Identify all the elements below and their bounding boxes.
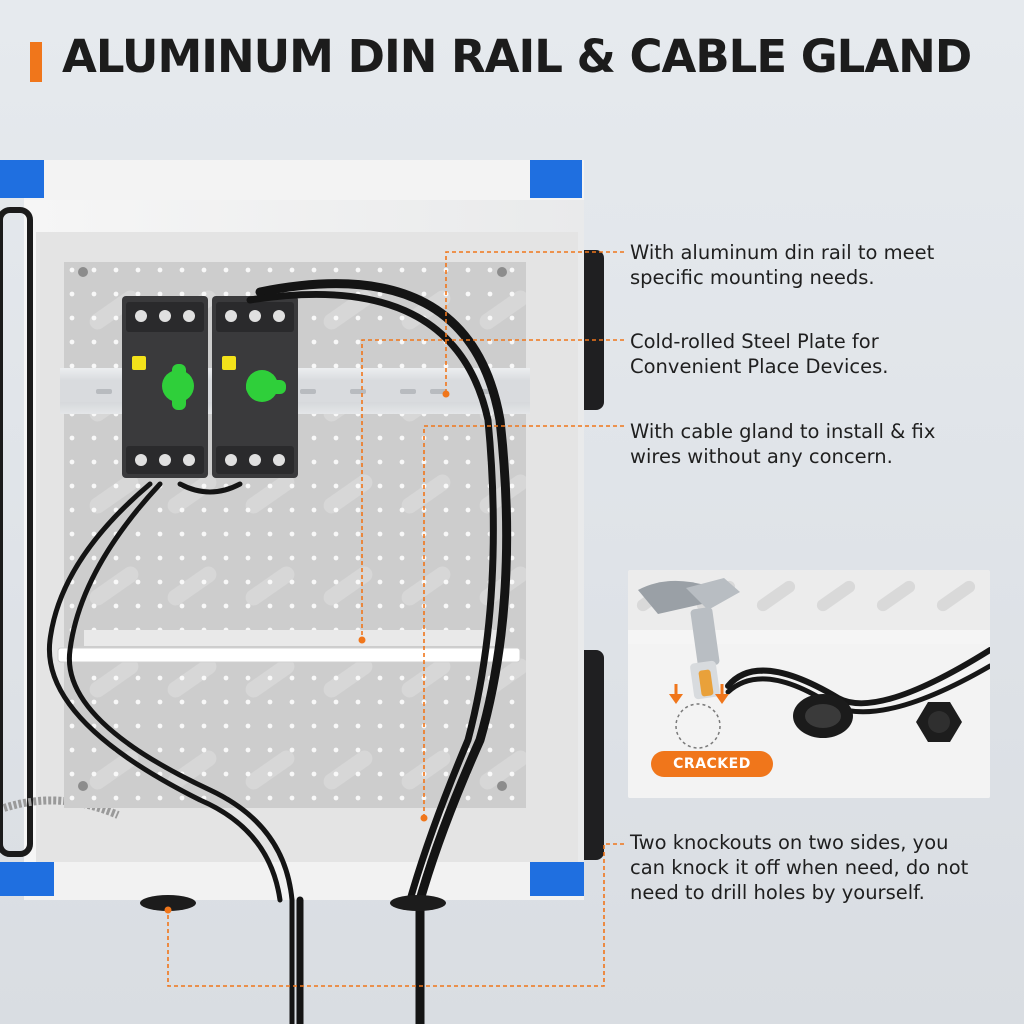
callout-leaders xyxy=(167,251,624,987)
callout-din-rail-line-1: With aluminum din rail to meet xyxy=(630,241,935,264)
callout-steel-plate: Cold-rolled Steel Plate for Convenient P… xyxy=(630,329,1010,379)
callout-knockouts: Two knockouts on two sides, you can knoc… xyxy=(630,830,1010,905)
callout-cable-gland: With cable gland to install & fix wires … xyxy=(630,419,1010,469)
callout-knockouts-line-3: need to drill holes by yourself. xyxy=(630,881,925,904)
callout-cable-gland-line-1: With cable gland to install & fix xyxy=(630,420,936,443)
callout-din-rail-line-2: specific mounting needs. xyxy=(630,266,875,289)
corner-protectors xyxy=(0,160,584,896)
title-accent-bar xyxy=(30,42,42,82)
breaker-right xyxy=(212,296,298,478)
hammer-icon xyxy=(638,578,740,700)
cracked-badge: CRACKED xyxy=(651,751,773,777)
callout-steel-plate-line-1: Cold-rolled Steel Plate for xyxy=(630,330,879,353)
page-title: ALUMINUM DIN RAIL & CABLE GLAND xyxy=(62,30,972,83)
callout-knockouts-line-2: can knock it off when need, do not xyxy=(630,856,969,879)
callout-cable-gland-line-2: wires without any concern. xyxy=(630,445,893,468)
callout-steel-plate-line-2: Convenient Place Devices. xyxy=(630,355,889,378)
callout-din-rail: With aluminum din rail to meet specific … xyxy=(630,240,1010,290)
cables xyxy=(46,279,512,1024)
arrow-down-icon xyxy=(669,684,729,704)
callout-dots xyxy=(164,390,450,914)
door-gasket xyxy=(0,207,120,857)
callout-knockouts-line-1: Two knockouts on two sides, you xyxy=(630,831,949,854)
cable-glands xyxy=(140,895,446,911)
breaker-left xyxy=(122,296,208,478)
